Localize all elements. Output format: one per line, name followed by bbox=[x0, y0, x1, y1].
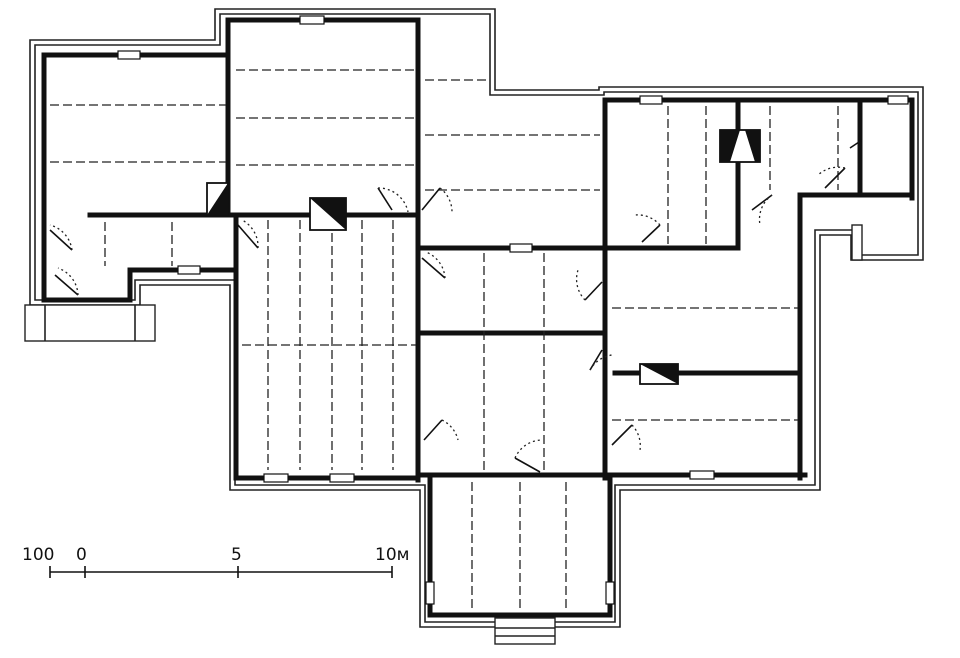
outer-contour bbox=[29, 8, 924, 628]
porches bbox=[24, 224, 863, 645]
stoves bbox=[206, 129, 761, 385]
walls bbox=[41, 17, 915, 618]
windows bbox=[117, 15, 909, 605]
scale-label-5: 5 bbox=[231, 545, 242, 565]
scale-label-0: 0 bbox=[76, 545, 87, 565]
scale-label-10m: 10м bbox=[375, 545, 409, 565]
stove-upper-right bbox=[719, 129, 761, 163]
stove-left bbox=[206, 182, 229, 216]
stove-center bbox=[309, 197, 347, 231]
stove-right bbox=[639, 363, 679, 385]
dashed-beams bbox=[50, 69, 839, 610]
door-swings bbox=[49, 139, 863, 473]
scale-bar: 100 0 5 10м bbox=[22, 545, 409, 578]
scale-label-100: 100 bbox=[22, 545, 54, 565]
